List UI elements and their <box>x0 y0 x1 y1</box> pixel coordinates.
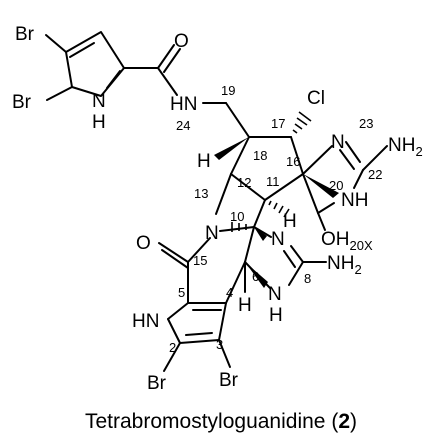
wedge-bond-c12-h <box>214 137 249 160</box>
locant-15: 15 <box>193 253 207 268</box>
locant-13: 13 <box>194 186 208 201</box>
hashed-bond-c10-n14 <box>231 222 247 232</box>
stereo-bonds <box>214 111 339 293</box>
locant-12: 12 <box>237 175 251 190</box>
atom-br1: Br <box>15 24 35 45</box>
atom-br4: Br <box>219 370 239 391</box>
locant-numbers: 19 24 17 23 18 16 22 12 11 20 13 10 15 8… <box>169 83 382 355</box>
locant-11: 11 <box>266 174 280 189</box>
compound-number: 2 <box>338 410 350 433</box>
locant-18: 18 <box>253 148 267 163</box>
wedge-bond-c10-n <box>254 227 267 241</box>
atom-nh-bottom-h: H <box>269 305 283 326</box>
atom-n23: N <box>331 132 345 153</box>
locant-10: 10 <box>230 209 244 224</box>
atom-nh-bottom-n: N <box>268 284 282 305</box>
atom-br2: Br <box>12 92 32 113</box>
locant-3: 3 <box>216 337 223 352</box>
wedge-bond-c6-nh <box>245 262 268 288</box>
bond-skeleton <box>45 31 388 372</box>
atom-pyrrole-h-top: H <box>92 112 106 133</box>
atom-oh: OH20X <box>321 229 373 253</box>
locant-22: 22 <box>368 167 382 182</box>
atom-h6: H <box>238 295 252 316</box>
atom-pyrrole-hn-bottom: HN <box>132 311 159 332</box>
atom-nh2-top: NH2 <box>388 135 423 159</box>
wedge-bond-c16-c20 <box>303 174 339 198</box>
locant-5: 5 <box>178 285 185 300</box>
locant-20: 20 <box>329 178 343 193</box>
atom-amide-hn: HN <box>170 94 197 115</box>
locant-16: 16 <box>286 154 300 169</box>
locant-2: 2 <box>169 340 176 355</box>
locant-24: 24 <box>176 118 190 133</box>
atom-h12: H <box>197 151 211 172</box>
atom-h11: H <box>283 211 297 232</box>
atom-cl: Cl <box>307 88 325 109</box>
locant-17: 17 <box>271 116 285 131</box>
hashed-bond-c17-cl <box>292 111 312 134</box>
locant-8: 8 <box>304 271 311 286</box>
compound-name: Tetrabromostyloguanidine <box>85 410 325 433</box>
atom-br3: Br <box>147 373 167 394</box>
atom-carbonyl-o-top: O <box>174 31 189 52</box>
locant-4: 4 <box>226 285 233 300</box>
atom-nh2-bottom: NH2 <box>327 253 362 277</box>
hashed-bond-c11-h <box>268 200 290 218</box>
atom-imidazole-n: N <box>271 229 285 250</box>
atom-n14: N <box>205 223 219 244</box>
locant-23: 23 <box>359 116 373 131</box>
bond-c20-oh <box>317 212 326 231</box>
compound-caption: Tetrabromostyloguanidine (2) <box>85 410 357 433</box>
atom-ring-nh: NH <box>341 190 368 211</box>
atom-carbonyl-o-bottom: O <box>136 233 151 254</box>
locant-19: 19 <box>221 83 235 98</box>
atom-pyrrole-n-top: N <box>92 91 106 112</box>
locant-6: 6 <box>252 269 259 284</box>
atom-labels: Br Br N H O HN Cl N NH2 H NH H OH20X N N… <box>12 24 423 394</box>
